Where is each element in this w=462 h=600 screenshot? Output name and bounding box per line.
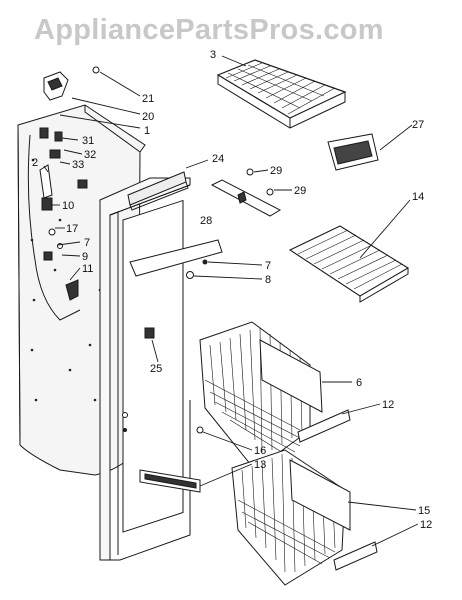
basket-15 (231, 449, 351, 586)
callout-27: 27 (412, 119, 424, 131)
clip-25 (144, 327, 155, 339)
shelf-grid-3 (216, 59, 347, 129)
callout-29-lower: 29 (294, 185, 306, 197)
hinge-part-21 (43, 66, 100, 101)
callout-9: 9 (82, 251, 88, 263)
frame-panel (99, 171, 191, 561)
callout-10: 10 (62, 200, 74, 212)
trim-12-lower (333, 541, 378, 571)
cover-plate (129, 239, 223, 279)
callout-12-lower: 12 (420, 519, 432, 531)
bracket-parts (39, 127, 88, 301)
callout-25: 25 (150, 363, 162, 375)
screw-16 (196, 426, 204, 434)
callout-17: 17 (66, 223, 78, 235)
callout-24: 24 (212, 153, 224, 165)
basket-6 (199, 321, 323, 471)
bracket-28 (210, 168, 282, 217)
leader-lines (43, 55, 419, 547)
callout-3: 3 (210, 49, 216, 61)
trim-13 (139, 469, 201, 493)
pan-27 (327, 133, 379, 171)
trim-12-upper (297, 409, 351, 443)
callout-2: 2 (32, 157, 38, 169)
callout-12-upper: 12 (382, 399, 394, 411)
callout-28: 28 (200, 215, 212, 227)
callout-33: 33 (72, 159, 84, 171)
wire-shelf-14 (288, 225, 410, 303)
callout-13: 13 (254, 459, 266, 471)
callout-21: 21 (142, 93, 154, 105)
callout-29-upper: 29 (270, 165, 282, 177)
callout-16: 16 (254, 445, 266, 457)
callout-31: 31 (82, 135, 94, 147)
callout-7-left: 7 (84, 237, 90, 249)
watermark: AppliancePartsPros.com (34, 14, 384, 46)
callout-14: 14 (412, 191, 424, 203)
callout-1: 1 (144, 125, 150, 137)
callout-15: 15 (418, 505, 430, 517)
callout-32: 32 (84, 149, 96, 161)
callout-11: 11 (82, 263, 93, 275)
callout-labels: 3 21 20 1 31 32 33 2 10 17 7 9 11 24 29 … (32, 49, 432, 531)
callout-7-right: 7 (265, 260, 271, 272)
callout-6: 6 (356, 377, 362, 389)
callout-8: 8 (265, 274, 271, 286)
callout-20: 20 (142, 111, 154, 123)
